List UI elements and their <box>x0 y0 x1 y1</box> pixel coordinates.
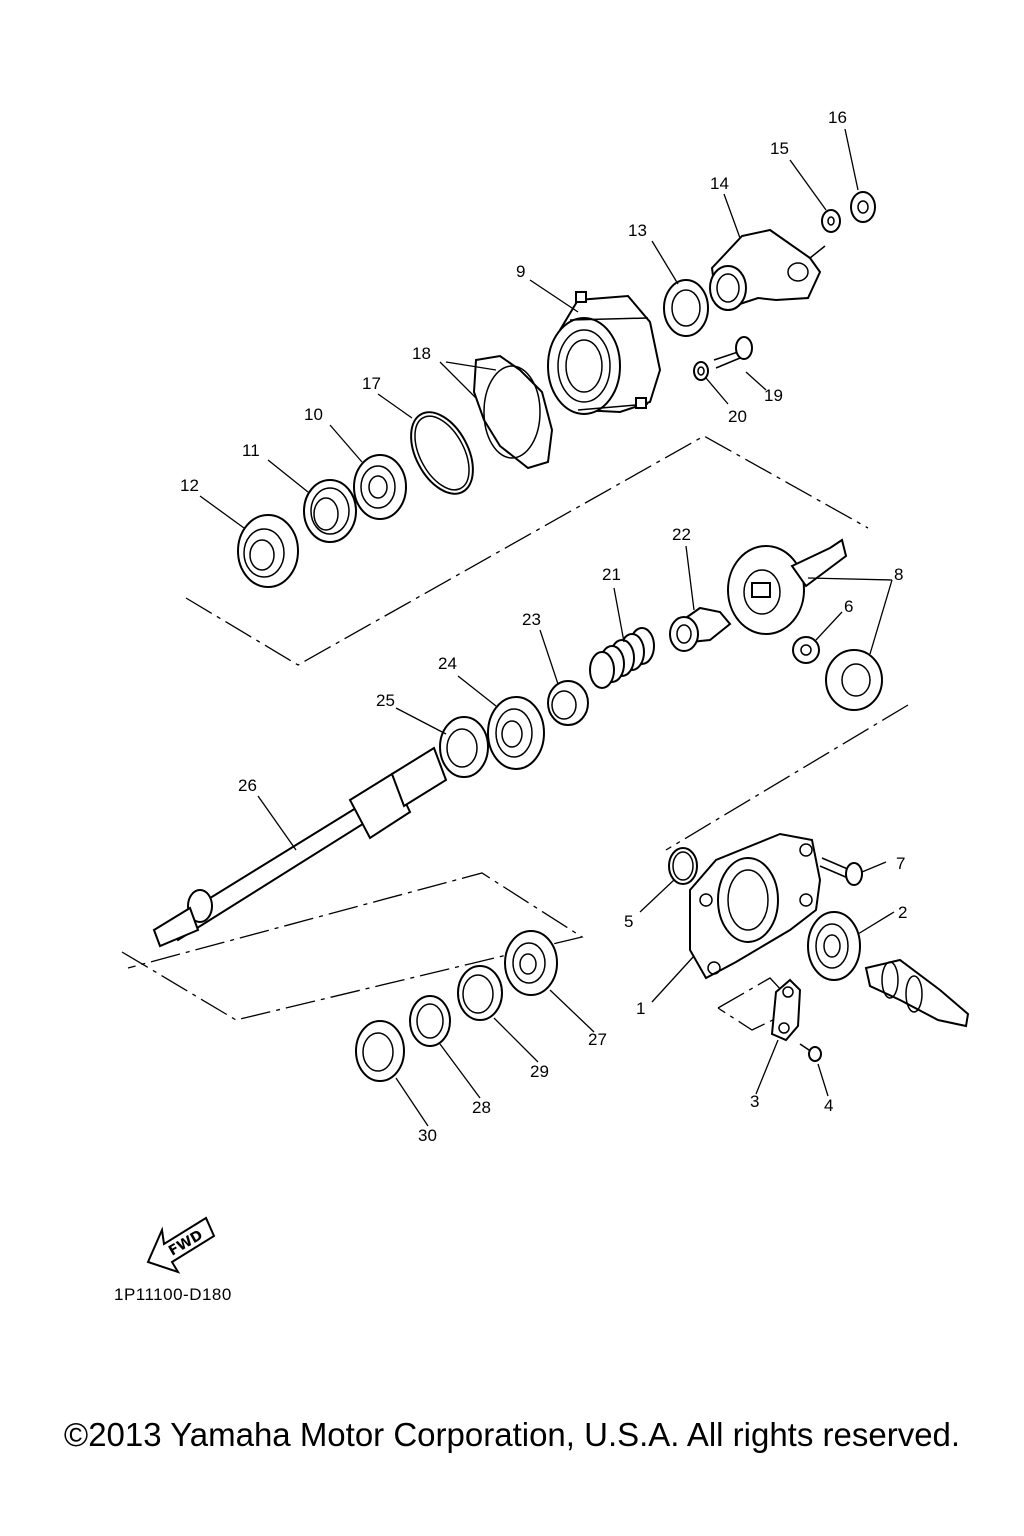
part-19-bolt <box>713 336 753 369</box>
callout-6: 6 <box>844 597 853 616</box>
part-12-seal <box>237 514 299 588</box>
callout-19: 19 <box>764 386 783 405</box>
part-22-collar <box>669 606 732 652</box>
callout-8: 8 <box>894 565 903 584</box>
callout-18: 18 <box>412 344 431 363</box>
part-17-o-ring <box>410 411 474 495</box>
part-29-ring-nut <box>457 965 503 1021</box>
part-14-yoke <box>709 228 826 311</box>
callout-28: 28 <box>472 1098 491 1117</box>
part-11-ring-nut <box>303 479 357 543</box>
callout-26: 26 <box>238 776 257 795</box>
part-25-seal <box>439 716 489 778</box>
part-8-gear-set <box>727 538 883 711</box>
output-pinion-shaft <box>864 958 970 1028</box>
callout-13: 13 <box>628 221 647 240</box>
callout-23: 23 <box>522 610 541 629</box>
callout-11: 11 <box>242 441 260 460</box>
part-27-bearing <box>504 930 558 996</box>
part-16-nut <box>850 191 876 223</box>
part-28-collar <box>409 995 451 1047</box>
callout-30: 30 <box>418 1126 437 1145</box>
callout-10: 10 <box>304 405 323 424</box>
callout-21: 21 <box>602 565 621 584</box>
part-13-seal <box>663 279 709 337</box>
diagram-part-code: 1P11100-D180 <box>114 1285 232 1304</box>
part-10-bearing <box>353 454 407 520</box>
callout-4: 4 <box>824 1096 833 1115</box>
part-7-bolt <box>819 857 863 886</box>
callout-1: 1 <box>636 999 645 1018</box>
part-20-washer <box>693 361 709 381</box>
callout-3: 3 <box>750 1092 759 1111</box>
callout-29: 29 <box>530 1062 549 1081</box>
callout-16: 16 <box>828 108 847 127</box>
part-5-o-ring <box>668 847 698 885</box>
part-24-bearing <box>487 696 545 770</box>
leader-lines <box>199 128 895 1127</box>
callout-24: 24 <box>438 654 457 673</box>
callout-7: 7 <box>896 854 905 873</box>
assembly-outline-middle <box>665 704 909 851</box>
part-4-screw <box>799 1043 822 1062</box>
callout-20: 20 <box>728 407 747 426</box>
callout-14: 14 <box>710 174 729 193</box>
fwd-arrow-icon: FWD <box>146 1216 216 1274</box>
part-6-nut <box>792 636 820 664</box>
part-3-bracket <box>770 978 802 1042</box>
callout-9: 9 <box>516 262 525 281</box>
callout-22: 22 <box>672 525 691 544</box>
part-2-bearing <box>807 911 861 981</box>
callout-27: 27 <box>588 1030 607 1049</box>
part-1-bearing-housing <box>689 832 822 980</box>
callout-25: 25 <box>376 691 395 710</box>
assembly-outline-lower <box>121 872 584 1021</box>
part-9-housing <box>547 291 662 415</box>
callout-12: 12 <box>180 476 199 495</box>
copyright-notice: ©2013 Yamaha Motor Corporation, U.S.A. A… <box>63 1416 961 1453</box>
part-30-seal <box>355 1020 405 1082</box>
callout-2: 2 <box>898 903 907 922</box>
part-18-gasket <box>472 354 554 470</box>
part-15-washer <box>821 209 841 233</box>
part-21-spring <box>589 627 655 689</box>
callout-17: 17 <box>362 374 381 393</box>
callout-15: 15 <box>770 139 789 158</box>
callouts: 1 2 3 4 5 6 7 8 9 10 11 12 13 14 15 16 1… <box>180 108 907 1145</box>
assembly-outline-upper <box>185 435 869 666</box>
callout-5: 5 <box>624 912 633 931</box>
part-26-drive-shaft <box>152 746 448 948</box>
part-23-collar <box>547 680 589 726</box>
